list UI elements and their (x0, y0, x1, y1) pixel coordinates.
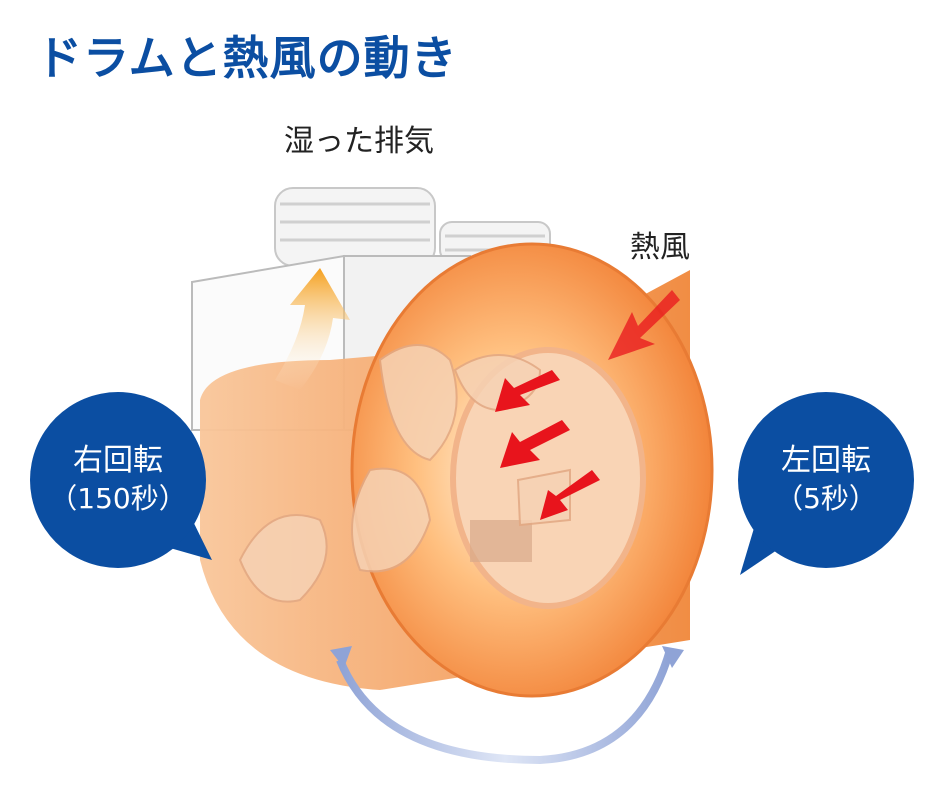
right-rotation-duration: （150秒） (49, 482, 187, 515)
left-rotation-name: 左回転 (781, 443, 871, 478)
page-title: ドラムと熱風の動き (36, 31, 458, 85)
hot-air-label: 熱風 (630, 230, 690, 265)
exhaust-label: 湿った排気 (284, 124, 434, 159)
exhaust-arrow (275, 268, 350, 390)
right-rotation-name: 右回転 (73, 443, 163, 478)
left-rotation-duration: （5秒） (775, 482, 877, 515)
rotation-arrowhead-left (662, 646, 684, 668)
laundry-items (238, 344, 571, 603)
bubble-tail-left (740, 508, 780, 575)
rotation-arrowhead-right (330, 646, 352, 668)
hot-air-arrows (495, 290, 680, 520)
left-rotation-bubble: 左回転 （5秒） (738, 392, 914, 568)
rotation-arrows (330, 646, 684, 765)
exhaust-duct (274, 187, 551, 267)
drum-filter (470, 520, 532, 562)
right-rotation-bubble: 右回転 （150秒） (30, 392, 206, 568)
